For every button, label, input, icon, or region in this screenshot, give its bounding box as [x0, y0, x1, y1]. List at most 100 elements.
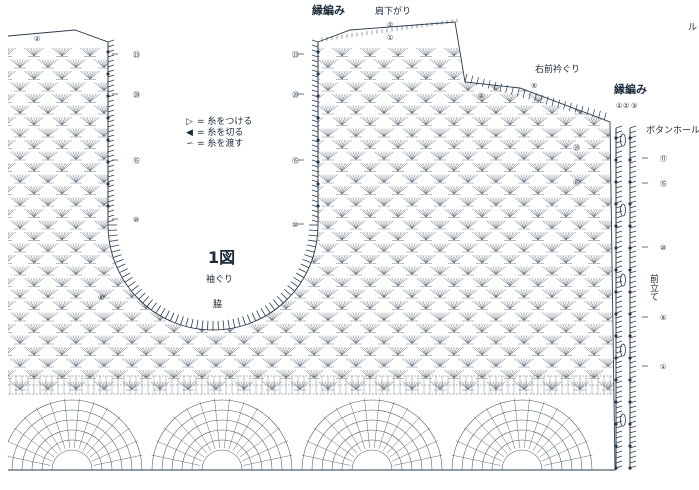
- fan-stitch: [369, 162, 377, 172]
- fan-stitch: [411, 335, 416, 344]
- fan-stitch: [229, 369, 234, 379]
- fan-stitch: [184, 151, 189, 160]
- fan-stitch: [299, 174, 304, 183]
- fan-stitch: [495, 220, 503, 229]
- fan-stitch: [0, 94, 6, 102]
- fan-stitch: [528, 346, 539, 356]
- fan-stitch: [545, 197, 553, 206]
- fan-stitch: [131, 243, 142, 252]
- fan-stitch: [13, 59, 21, 68]
- fan-stitch: [453, 346, 461, 356]
- fan-stitch: [495, 335, 506, 344]
- fan-stitch: [383, 59, 391, 68]
- fan-stitch: [122, 335, 133, 344]
- fan-stitch: [481, 300, 486, 310]
- fan-stitch: [80, 231, 91, 241]
- fan-stitch: [125, 174, 133, 183]
- fan-stitch: [170, 277, 175, 287]
- fan-stitch: [584, 323, 595, 333]
- fan-stitch: [310, 346, 315, 356]
- fan-stitch: [159, 358, 167, 367]
- fan-stitch: [44, 289, 49, 298]
- fan-stitch: [534, 162, 539, 172]
- fan-stitch: [439, 335, 447, 344]
- fan-stitch: [590, 116, 595, 126]
- fan-stitch: [523, 151, 528, 160]
- fan-stitch: [187, 243, 198, 252]
- fan-stitch: [226, 93, 231, 103]
- fan-stitch: [436, 220, 441, 229]
- fan-stitch: [265, 289, 273, 298]
- fan-stitch: [16, 220, 21, 229]
- fan-stitch: [229, 231, 234, 241]
- fan-stitch: [47, 220, 52, 229]
- fan-stitch: [153, 220, 161, 229]
- fan-stitch: [481, 323, 489, 333]
- fan-stitch: [391, 277, 399, 287]
- fan-stitch: [503, 300, 511, 310]
- fan-stitch: [220, 93, 231, 103]
- fan-stitch: [187, 243, 192, 252]
- fan-stitch: [366, 185, 371, 195]
- fan-stitch: [355, 174, 360, 183]
- fan-stitch: [425, 185, 436, 195]
- fan-stitch: [75, 128, 86, 137]
- fan-stitch: [285, 185, 293, 195]
- fan-stitch: [89, 277, 100, 287]
- fan-stitch: [495, 151, 506, 160]
- fan-stitch: [10, 358, 21, 367]
- fan-stitch: [257, 300, 262, 310]
- fan-stitch: [47, 197, 52, 206]
- fan-stitch: [349, 312, 357, 321]
- fan-stitch: [383, 335, 388, 344]
- fan-stitch: [142, 70, 147, 80]
- fan-stitch: [145, 47, 156, 57]
- fan-stitch: [380, 174, 385, 183]
- fan-stitch: [523, 197, 528, 206]
- fan-stitch: [299, 59, 304, 68]
- fan-stitch: [285, 185, 296, 195]
- fan-stitch: [89, 277, 94, 287]
- fan-stitch: [587, 70, 595, 80]
- fan-stitch: [492, 358, 497, 367]
- fan-stitch: [97, 312, 105, 321]
- fan-stitch: [299, 151, 304, 160]
- fan-stitch: [481, 139, 486, 149]
- fan-stitch: [439, 197, 447, 206]
- fan-stitch: [458, 82, 469, 91]
- fan-stitch: [243, 266, 251, 275]
- fan-stitch: [411, 174, 422, 183]
- fan-stitch: [3, 186, 6, 194]
- fan-stitch: [243, 266, 254, 275]
- fan-stitch: [61, 277, 69, 287]
- fan-stitch: [570, 151, 581, 160]
- fan-stitch: [338, 70, 343, 80]
- fan-stitch: [69, 197, 77, 206]
- fan-stitch: [565, 277, 576, 287]
- fan-stitch: [100, 220, 105, 229]
- fan-stitch: [584, 116, 595, 126]
- fan-stitch: [509, 277, 517, 287]
- fan-stitch: [173, 231, 184, 241]
- fan-stitch: [388, 208, 399, 218]
- fan-stitch: [475, 162, 483, 172]
- fan-stitch: [321, 358, 329, 367]
- fan-stitch: [604, 335, 609, 344]
- fan-stitch: [559, 139, 567, 149]
- fan-stitch: [537, 300, 545, 310]
- fan-stitch: [181, 358, 189, 367]
- fan-stitch: [405, 151, 413, 160]
- fan-stitch: [159, 243, 170, 252]
- fan-stitch: [201, 162, 209, 172]
- fan-stitch: [52, 254, 63, 264]
- fan-stitch: [537, 47, 545, 57]
- fan-stitch: [89, 185, 100, 195]
- fan-stitch: [19, 243, 24, 252]
- fan-stitch: [75, 358, 80, 367]
- fan-stitch: [75, 82, 83, 91]
- fan-stitch: [97, 105, 105, 114]
- fan-stitch: [562, 93, 567, 103]
- fan-stitch: [478, 323, 483, 333]
- fan-stitch: [125, 59, 133, 68]
- fan-stitch: [523, 151, 534, 160]
